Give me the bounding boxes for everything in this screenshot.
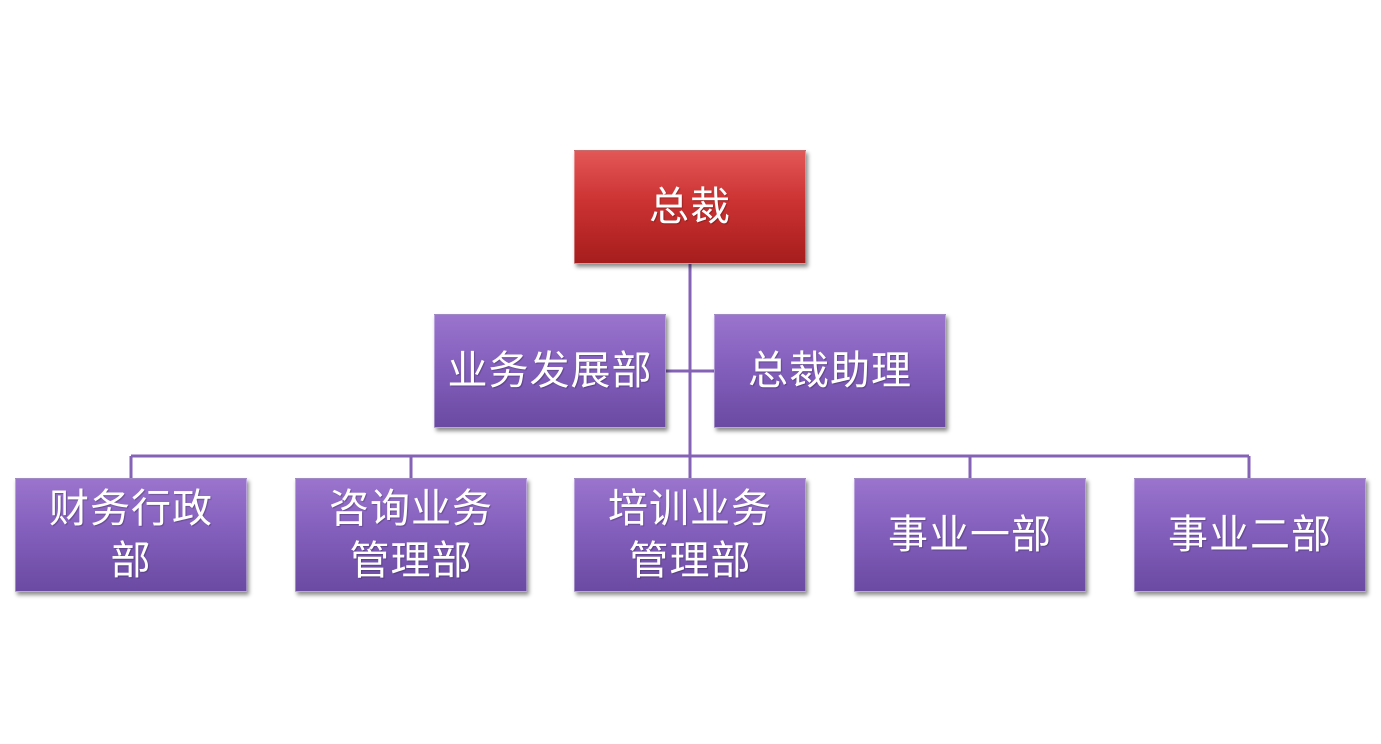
node-training-management: 培训业务 管理部: [574, 478, 806, 592]
node-business-unit-two: 事业二部: [1134, 478, 1366, 592]
node-business-development-label: 业务发展部: [447, 348, 653, 394]
node-finance-admin-label: 财务行政 部: [49, 486, 213, 584]
node-president: 总裁: [574, 150, 806, 264]
node-training-management-label: 培训业务 管理部: [608, 486, 772, 584]
node-consulting-management-label: 咨询业务 管理部: [329, 486, 493, 584]
node-business-unit-two-label: 事业二部: [1168, 512, 1332, 558]
node-president-label: 总裁: [649, 184, 731, 230]
node-president-assistant: 总裁助理: [714, 314, 946, 428]
node-business-unit-one: 事业一部: [854, 478, 1086, 592]
node-finance-admin: 财务行政 部: [15, 478, 247, 592]
node-consulting-management: 咨询业务 管理部: [295, 478, 527, 592]
node-president-assistant-label: 总裁助理: [748, 348, 912, 394]
node-business-development: 业务发展部: [434, 314, 666, 428]
node-business-unit-one-label: 事业一部: [888, 512, 1052, 558]
